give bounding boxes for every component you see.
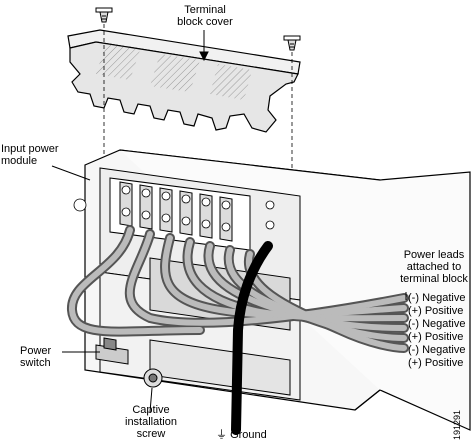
cover-screw-right — [283, 35, 301, 51]
lead-item: (-) Negative — [408, 344, 466, 356]
captive-screw — [143, 368, 163, 388]
terminal-screws — [73, 185, 275, 232]
lead-item: (-) Negative — [408, 318, 466, 330]
cover-label-line1: Terminal — [184, 4, 226, 16]
leads-label: Power leads attached to terminal block — [398, 249, 470, 285]
screw-label-line3: screw — [136, 428, 166, 440]
ground-icon: ⏚ — [216, 429, 227, 441]
terminal-block-cover — [67, 29, 301, 133]
lead-item: (+) Positive — [408, 357, 464, 369]
switch-label: Power switch — [20, 345, 51, 369]
ground-label-text: Ground — [230, 429, 267, 441]
module-label: Input power module — [1, 143, 58, 167]
leads-label-line3: terminal block — [400, 273, 468, 285]
cover-screw-left — [95, 7, 113, 23]
module-label-line2: module — [1, 155, 38, 167]
cover-label: Terminal block cover — [168, 4, 242, 28]
screw-label-line2: installation — [125, 416, 177, 428]
power-leads — [67, 225, 409, 353]
screw-label: Captive installation screw — [114, 404, 188, 440]
cover-label-line2: block cover — [177, 16, 233, 28]
module-label-line1: Input power — [1, 143, 59, 155]
screw-label-line1: Captive — [132, 404, 170, 416]
figure-id: 191291 — [452, 409, 462, 440]
lead-list: (-) Negative (+) Positive (-) Negative (… — [408, 292, 465, 370]
leader-lines — [51, 30, 407, 434]
switch-label-line2: switch — [20, 357, 51, 369]
lead-item: (+) Positive — [408, 331, 464, 343]
switch-label-line1: Power — [20, 345, 52, 357]
ground-label: ⏚ Ground — [216, 429, 267, 441]
lead-item: (-) Negative — [408, 292, 466, 304]
ground-cable — [231, 241, 273, 435]
leads-label-line2: attached to — [406, 261, 462, 273]
leads-label-line1: Power leads — [403, 249, 465, 261]
lead-item: (+) Positive — [408, 305, 464, 317]
power-switch — [95, 337, 129, 365]
